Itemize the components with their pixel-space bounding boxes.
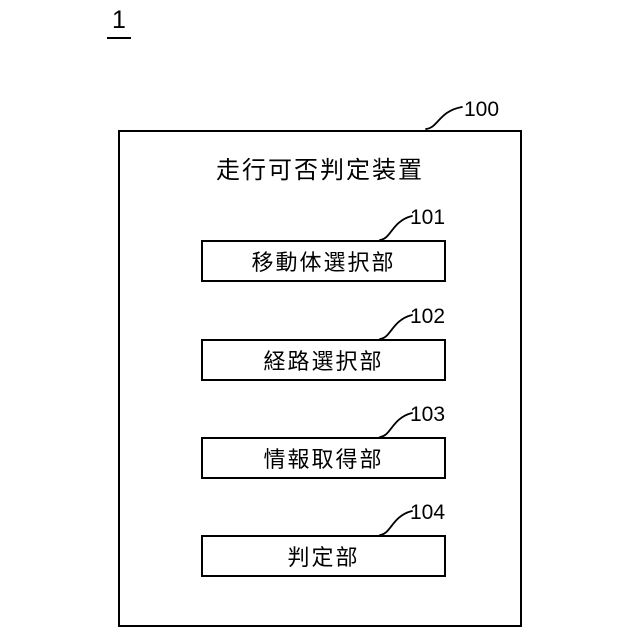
figure-number: 1: [107, 6, 131, 39]
block-label-103: 情報取得部: [263, 447, 384, 472]
block-label-104: 判定部: [287, 545, 360, 570]
block-box-102: 経路選択部: [201, 339, 446, 381]
leader-line-100: [425, 106, 463, 130]
block-box-103: 情報取得部: [201, 437, 446, 479]
leader-line-103: [379, 412, 413, 438]
device-title: 走行可否判定装置: [216, 157, 424, 184]
ref-label-100: 100: [464, 98, 500, 121]
ref-label-103: 103: [410, 403, 446, 426]
ref-label-104: 104: [410, 501, 446, 524]
block-label-102: 経路選択部: [263, 349, 384, 374]
block-box-104: 判定部: [201, 535, 446, 577]
ref-label-101: 101: [410, 206, 446, 229]
ref-label-102: 102: [410, 305, 446, 328]
leader-line-104: [379, 510, 413, 536]
block-label-101: 移動体選択部: [251, 250, 396, 275]
leader-line-101: [379, 215, 413, 241]
device-box: 走行可否判定装置: [118, 130, 522, 627]
block-box-101: 移動体選択部: [201, 240, 446, 282]
leader-line-102: [379, 314, 413, 340]
